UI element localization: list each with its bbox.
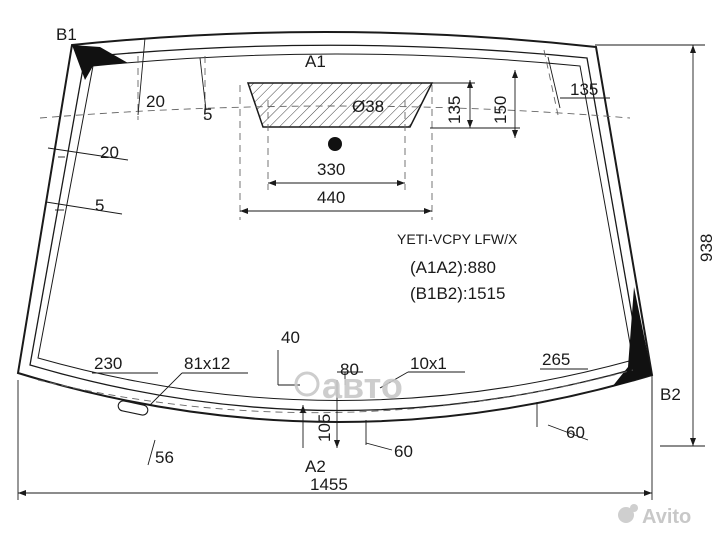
dim-sensor-135: 135 [445,96,464,124]
info-model: YETI-VCPY LFW/X [397,231,518,247]
antenna-connector [117,400,149,416]
corner-shade-bottom-right [612,287,652,387]
dim-bottom-10x1: 10x1 [410,354,447,373]
dim-bottom-105: 105 [315,414,334,442]
corner-shade-top-left [72,45,128,80]
dim-bottom-56: 56 [155,448,174,467]
label-a2: A2 [305,457,326,476]
dimension-lines [17,37,705,500]
info-b1b2: (B1B2):1515 [410,284,505,303]
dim-bottom-40: 40 [281,328,300,347]
dim-bottom-230: 230 [94,354,122,373]
dim-width-440: 440 [317,188,345,207]
corner-watermark-text: Avito [642,506,691,528]
dim-side-20: 20 [100,143,119,162]
dim-top-left-5: 5 [203,105,212,124]
label-b1: B1 [56,25,77,44]
watermark-text: авто [322,365,403,406]
dim-sensor-150: 150 [491,96,510,124]
dim-width-1455: 1455 [310,475,348,494]
dim-side-5: 5 [95,196,104,215]
dim-right-135: 135 [570,80,598,99]
construction-lines [37,49,634,414]
dim-height-938: 938 [697,234,716,262]
label-b2: B2 [660,385,681,404]
dim-width-330: 330 [317,160,345,179]
dim-sensor-diameter: Ø38 [352,97,384,116]
dim-bottom-60-center: 60 [394,442,413,461]
corner-watermark: Avito [618,504,691,528]
arrowheads [18,45,696,496]
watermark-logo: авто [294,365,403,406]
mirror-mount-dot [328,137,342,151]
dim-bottom-265: 265 [542,350,570,369]
dim-top-left-20: 20 [146,92,165,111]
sensor-zone [246,82,434,128]
dim-bottom-60-right: 60 [566,423,585,442]
info-a1a2: (A1A2):880 [410,258,496,277]
label-a1: A1 [305,52,326,71]
dim-bottom-80: 80 [340,360,359,379]
dim-bottom-81x12: 81x12 [184,354,230,373]
